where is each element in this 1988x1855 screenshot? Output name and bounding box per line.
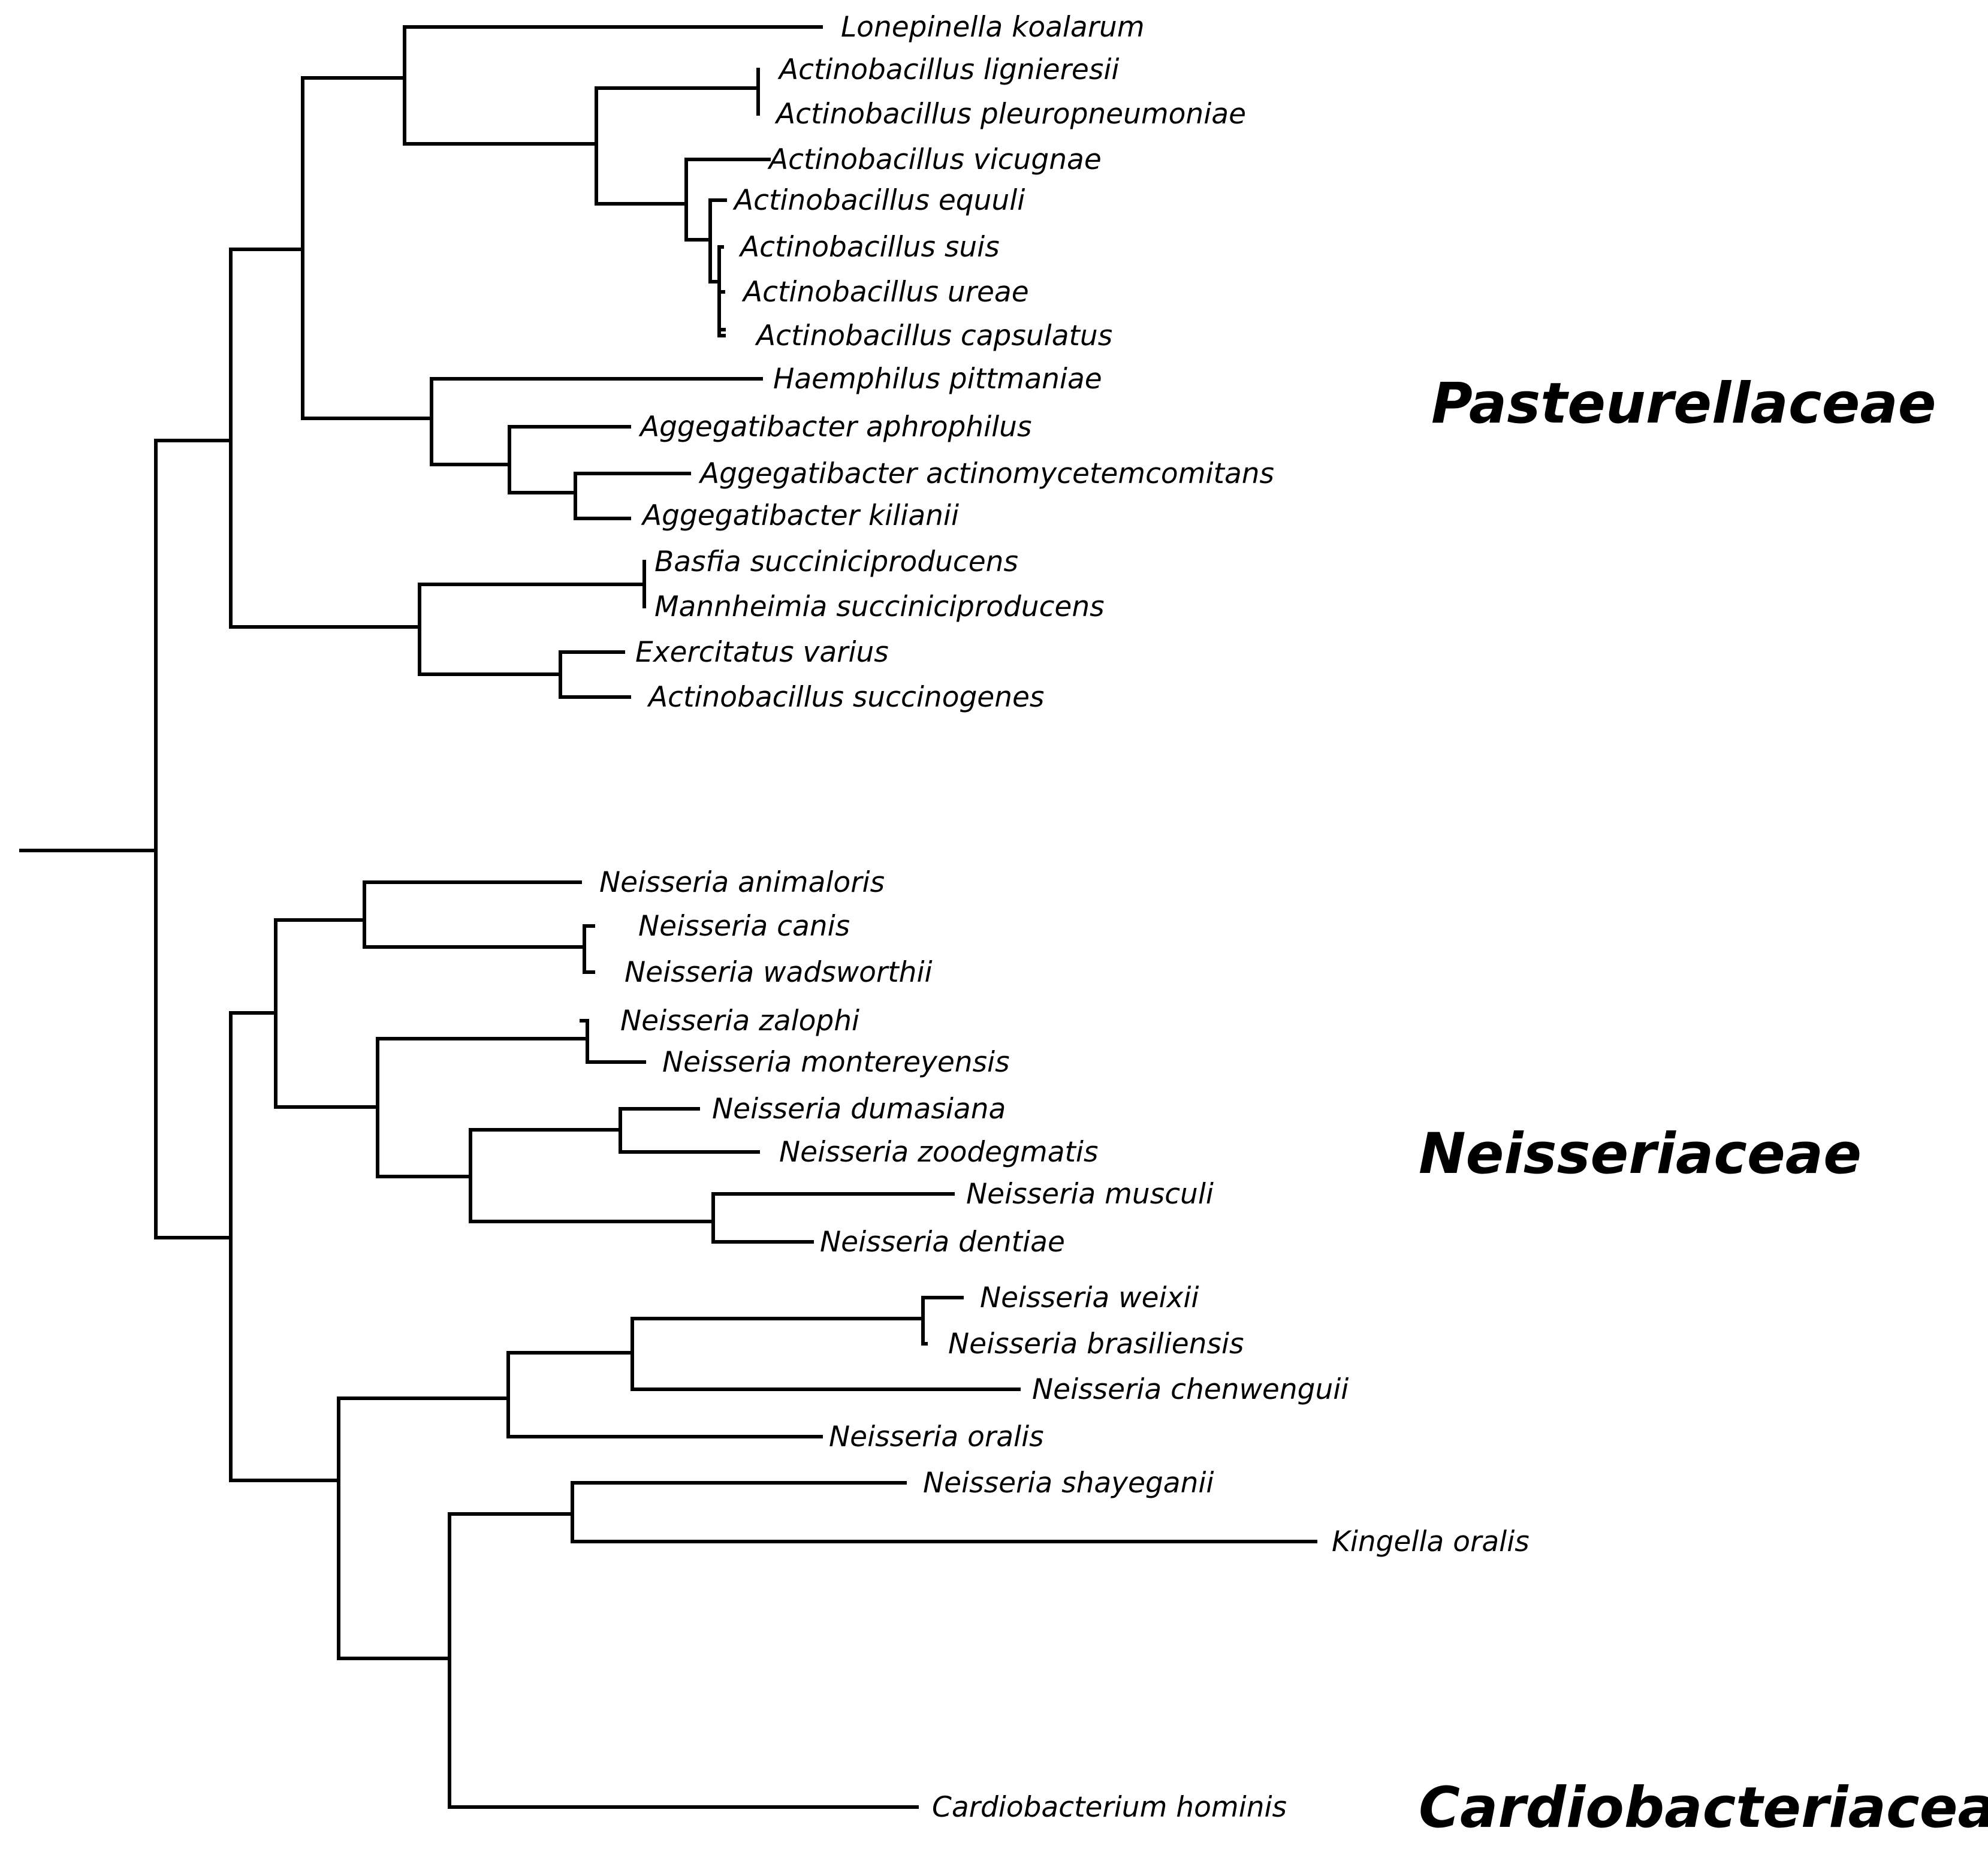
taxon-label: Aggegatibacter aphrophilus [638, 411, 1031, 444]
taxon-label: Actinobacillus equuli [732, 184, 1025, 217]
taxon-label: Actinobacillus capsulatus [755, 319, 1112, 352]
family-label-pasteurellaceae: Pasteurellaceae [1431, 371, 1936, 436]
taxon-label: Neisseria dumasiana [712, 1093, 1006, 1126]
taxon-label: Neisseria chenwenguii [1032, 1373, 1349, 1406]
taxon-label: Actinobacillus vicugnae [767, 143, 1102, 176]
taxon-label: Actinobacillus ureae [741, 276, 1029, 309]
taxon-label: Aggegatibacter actinomycetemcomitans [698, 457, 1274, 490]
taxon-label: Lonepinella koalarum [841, 11, 1145, 44]
taxon-label: Aggegatibacter kilianii [641, 499, 959, 532]
taxon-label: Neisseria dentiae [820, 1226, 1065, 1259]
taxon-label: Exercitatus varius [635, 636, 889, 669]
taxon-label: Neisseria brasiliensis [948, 1328, 1244, 1361]
family-label-neisseriaceae: Neisseriaceae [1419, 1121, 1862, 1187]
taxon-label: Actinobacillus succinogenes [647, 681, 1044, 714]
taxon-label: Actinobacillus pleuropneumoniae [774, 98, 1246, 131]
family-label-cardiobacteriaceae: Cardiobacteriaceae [1419, 1775, 1988, 1841]
taxon-label: Cardiobacterium hominis [932, 1791, 1287, 1824]
taxon-label: Actinobacillus lignieresii [777, 53, 1119, 86]
taxon-label: Neisseria musculi [966, 1178, 1214, 1211]
taxon-label: Actinobacillus suis [738, 231, 1000, 264]
taxon-label: Haemphilus pittmaniae [773, 363, 1102, 396]
taxon-label: Neisseria animaloris [599, 866, 885, 899]
taxon-label: Neisseria shayeganii [923, 1467, 1214, 1500]
taxon-label: Neisseria weixii [980, 1281, 1199, 1314]
taxon-label: Neisseria montereyensis [662, 1046, 1010, 1079]
taxon-label: Neisseria wadsworthii [625, 956, 933, 989]
taxon-label: Kingella oralis [1332, 1525, 1530, 1558]
family-labels: Pasteurellaceae Neisseriaceae Cardiobact… [1419, 371, 1988, 1841]
taxon-label: Neisseria canis [638, 910, 850, 943]
taxon-label: Neisseria zalophi [620, 1005, 859, 1037]
taxon-label: Neisseria oralis [829, 1420, 1044, 1453]
taxon-label: Mannheimia succiniciproducens [654, 590, 1105, 623]
taxon-label: Basfia succiniciproducens [654, 545, 1018, 578]
tree-branches [19, 25, 1317, 1809]
taxon-label: Neisseria zoodegmatis [779, 1136, 1098, 1169]
